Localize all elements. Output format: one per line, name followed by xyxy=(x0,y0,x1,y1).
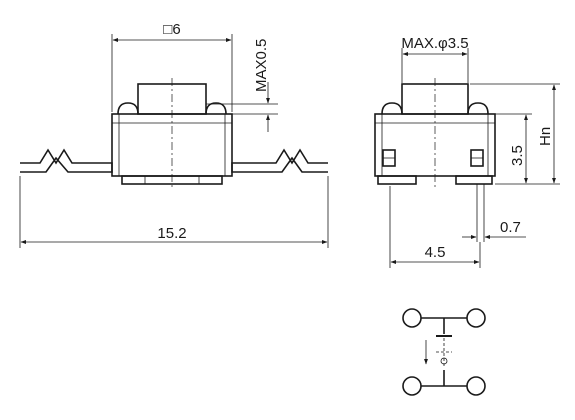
right-lead xyxy=(231,148,328,173)
terminal-4 xyxy=(466,376,486,396)
dim-max-height: MAX0.5 xyxy=(253,39,270,92)
switch-schematic xyxy=(402,308,486,396)
terminal-2 xyxy=(466,308,486,328)
left-lead xyxy=(20,148,113,173)
dim-body-height: 3.5 xyxy=(509,145,526,166)
terminal-1 xyxy=(402,308,422,328)
front-view: □6 MAX0.5 15.2 xyxy=(19,21,329,248)
dim-diameter: MAX.φ3.5 xyxy=(401,35,468,52)
side-view: MAX.φ3.5 3.5 Hn 0.7 4.5 xyxy=(374,35,560,268)
dim-total-length: 15.2 xyxy=(157,225,186,242)
dim-pin-width: 0.7 xyxy=(500,219,521,236)
dim-square: □6 xyxy=(163,21,180,38)
terminal-3 xyxy=(402,376,422,396)
dim-pin-spacing: 4.5 xyxy=(425,244,446,261)
dim-height: Hn xyxy=(537,127,554,146)
